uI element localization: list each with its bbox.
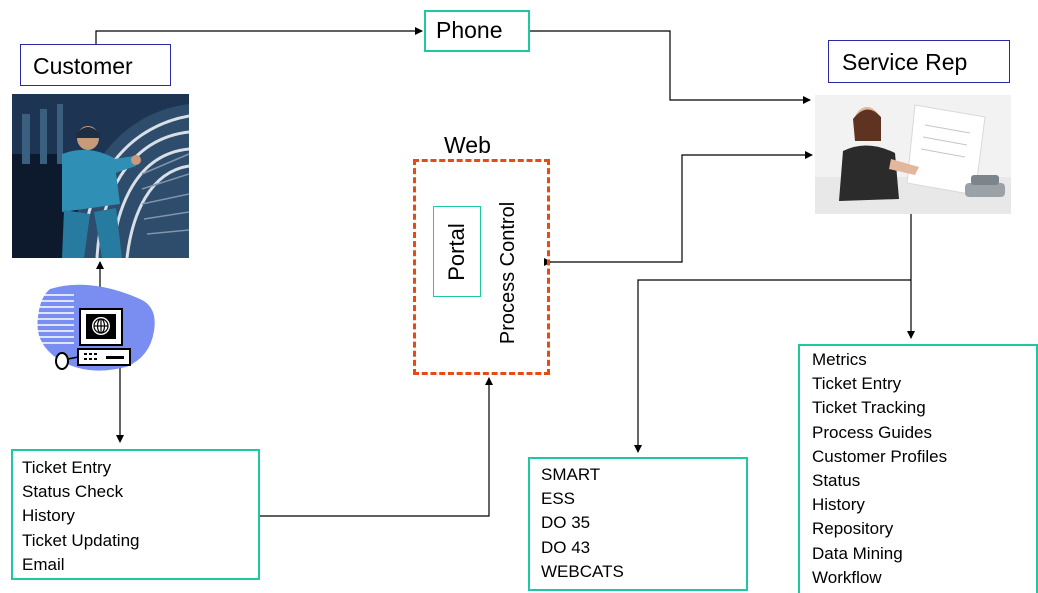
rep-function-item: Metrics (812, 348, 947, 372)
rep-function-item: Ticket Tracking (812, 396, 947, 420)
connector-functions-web (248, 378, 489, 516)
connector-web-rep (551, 155, 812, 262)
rep-function-item: History (812, 493, 947, 517)
mechanic-clipart-icon (12, 94, 189, 258)
customer-function-item: Status Check (22, 480, 139, 504)
rep-function-item: Workflow (812, 566, 947, 590)
rep-function-item: Status (812, 469, 947, 493)
customer-function-item: Email (22, 553, 139, 577)
phone-label: Phone (436, 19, 503, 42)
customer-label: Customer (33, 55, 133, 78)
service-rep-label: Service Rep (842, 51, 967, 74)
rep-function-item: Repository (812, 517, 947, 541)
connector-phone-rep (530, 31, 810, 100)
rep-function-item: Data Mining (812, 542, 947, 566)
system-item: DO 35 (541, 511, 624, 535)
rep-function-item: Customer Profiles (812, 445, 947, 469)
portal-label: Portal (446, 223, 468, 280)
customer-function-item: History (22, 504, 139, 528)
process-control-label: Process Control (498, 202, 518, 344)
system-item: SMART (541, 463, 624, 487)
customer-function-item: Ticket Updating (22, 529, 139, 553)
connector-customer-phone (96, 31, 422, 44)
system-item: ESS (541, 487, 624, 511)
web-label: Web (444, 134, 491, 157)
rep-function-item: Ticket Entry (812, 372, 947, 396)
system-item: DO 43 (541, 536, 624, 560)
computer-clipart-icon (30, 281, 158, 371)
rep-function-item: Process Guides (812, 421, 947, 445)
customer-function-item: Ticket Entry (22, 456, 139, 480)
system-item: WEBCATS (541, 560, 624, 584)
service-rep-photo-icon (815, 95, 1011, 214)
